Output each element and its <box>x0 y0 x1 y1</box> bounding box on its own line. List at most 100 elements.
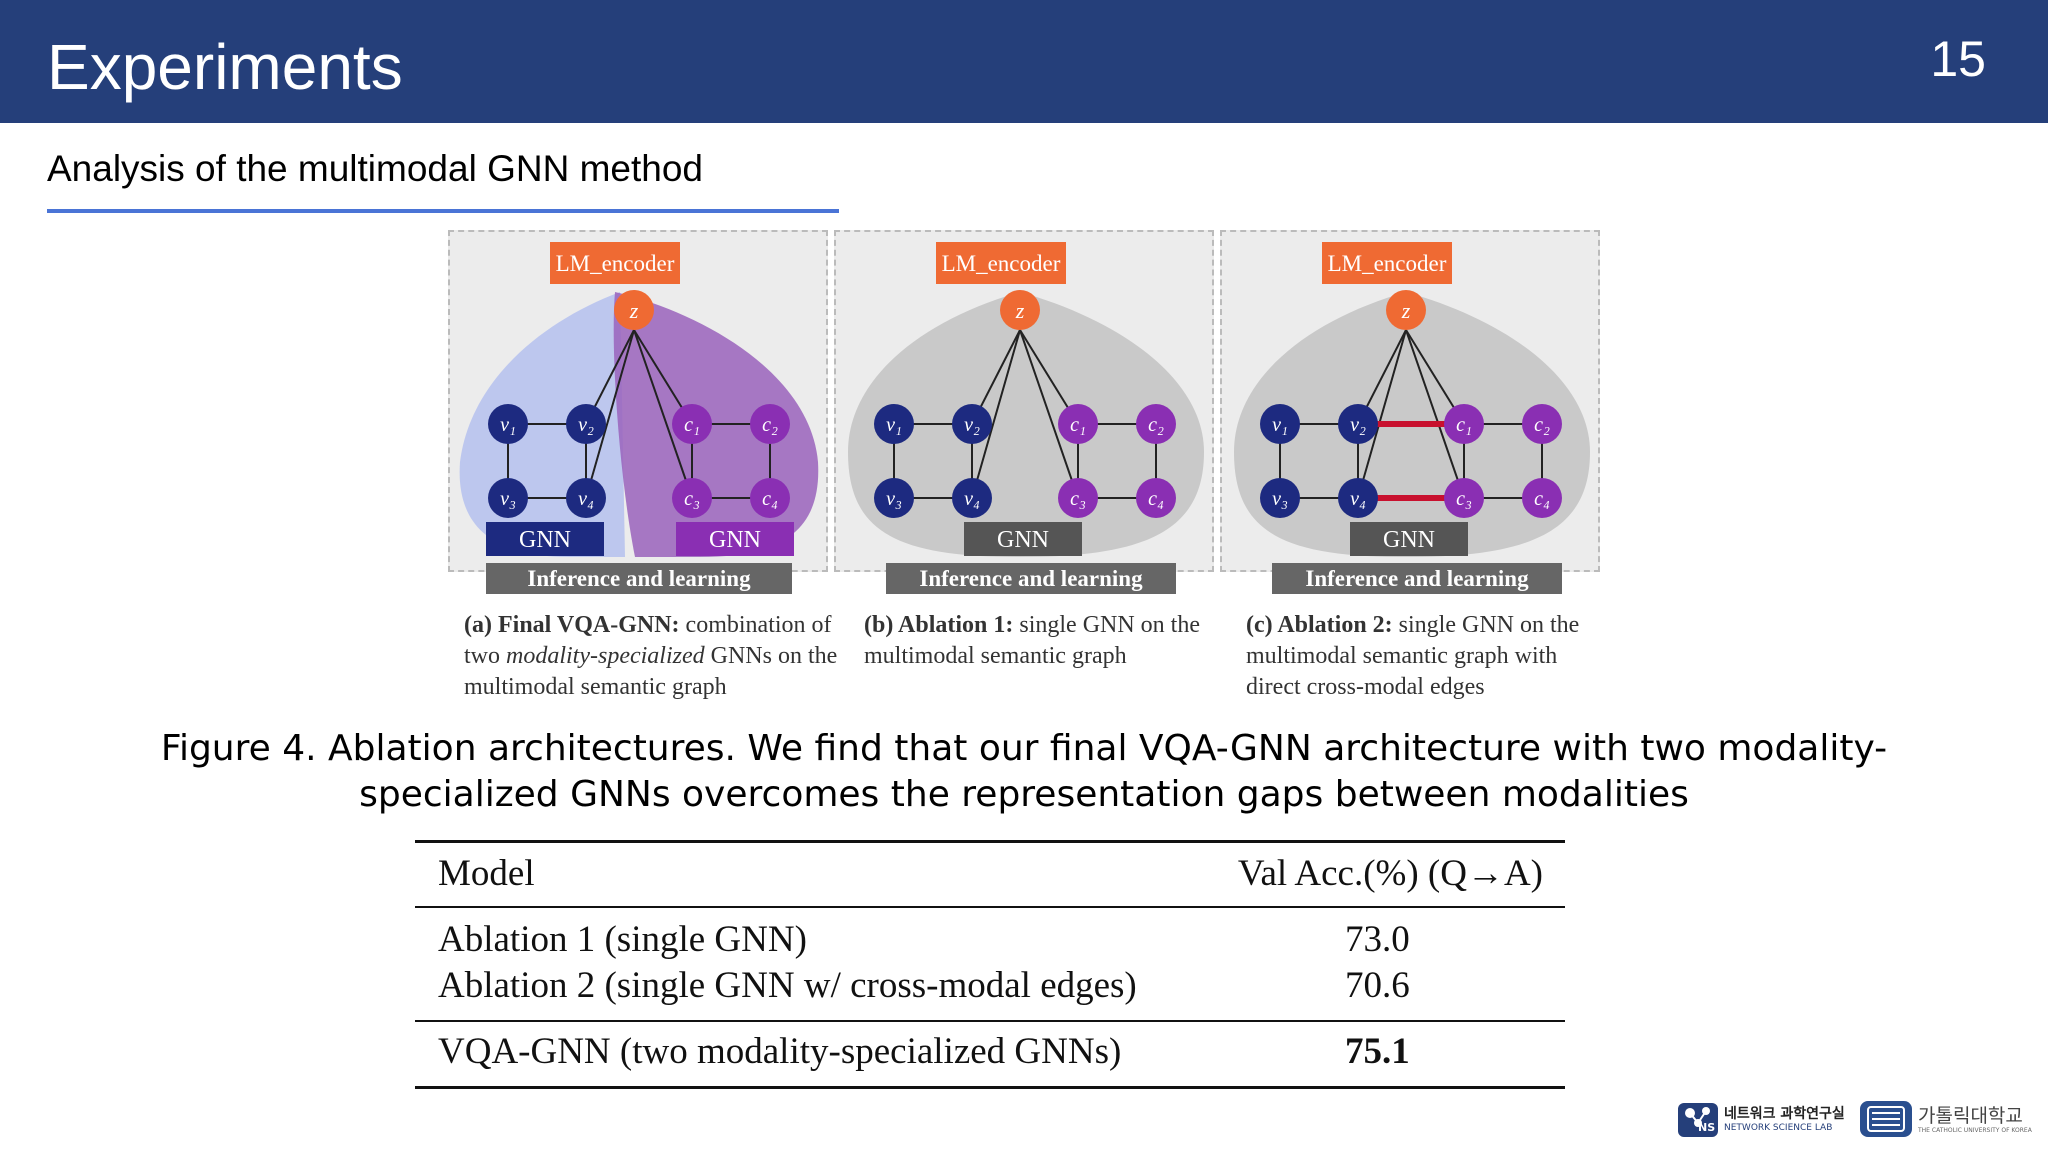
panel-c-footer-label: Inference and learning <box>1305 566 1529 591</box>
node-v1-label: v₁ <box>500 414 516 436</box>
node-c3-label: c₃ <box>1456 488 1472 510</box>
panel-b-diagram: LM_encoder z v₁ v₂ <box>848 242 1204 557</box>
panel-c-footer: Inference and learning <box>1272 563 1562 594</box>
table-row-accuracy: 70.6 <box>1345 965 1410 1006</box>
table-header-model: Model <box>438 853 535 894</box>
panel-c-diagram: LM_encoder z <box>1234 242 1590 557</box>
gnn-concept-label: GNN <box>709 527 761 553</box>
node-c2 <box>1522 404 1562 444</box>
gnn-label: GNN <box>997 527 1049 553</box>
page-number: 15 <box>1930 31 1986 87</box>
network-lab-name-english: NETWORK SCIENCE LAB <box>1724 1123 1833 1133</box>
node-c2-label: c₂ <box>762 414 778 436</box>
z-node <box>1000 290 1040 330</box>
lm-encoder-box <box>1322 242 1452 284</box>
panel-c-caption-bold: (c) Ablation 2: <box>1246 612 1393 638</box>
node-c1-label: c₁ <box>684 414 700 436</box>
section-subtitle: Analysis of the multimodal GNN method <box>47 148 703 189</box>
panel-a-caption-text: combination of two <box>464 612 832 669</box>
slide-header: Experiments 15 <box>0 0 2048 123</box>
node-c1-label: c₁ <box>1070 414 1086 436</box>
university-name-korean: 가톨릭대학교 <box>1918 1105 2023 1127</box>
node-c3 <box>672 478 712 518</box>
node-v3 <box>1260 478 1300 518</box>
gnn-visual-box <box>486 522 604 556</box>
node-v4-label: v₄ <box>1350 488 1366 510</box>
panel-a: LM_encoder z v₁ v₂ <box>448 230 828 572</box>
z-node <box>614 290 654 330</box>
graph-region <box>848 292 1204 557</box>
table-row-model: Ablation 2 (single GNN w/ cross-modal ed… <box>438 965 1137 1006</box>
node-v1-label: v₁ <box>1272 414 1288 436</box>
network-lab-name-korean: 네트워크 과학연구실 <box>1724 1106 1845 1122</box>
node-v4 <box>566 478 606 518</box>
z-label: z <box>1015 298 1025 323</box>
panel-a-footer-label: Inference and learning <box>527 566 751 591</box>
node-v1 <box>1260 404 1300 444</box>
z-node <box>1386 290 1426 330</box>
node-c4 <box>1522 478 1562 518</box>
node-c3 <box>1058 478 1098 518</box>
table-mid-rule <box>415 1020 1565 1022</box>
gnn-box <box>964 522 1082 556</box>
node-v2 <box>1338 404 1378 444</box>
table-header-accuracy: Val Acc.(%) (Q→A) <box>1237 853 1543 894</box>
panel-a-caption: (a) Final VQA-GNN: combination of two mo… <box>464 610 844 703</box>
node-v1-label: v₁ <box>886 414 902 436</box>
table-row-accuracy: 75.1 <box>1345 1031 1410 1072</box>
z-label: z <box>1401 298 1411 323</box>
panel-c-caption: (c) Ablation 2: single GNN on the multim… <box>1246 610 1596 703</box>
slide-title: Experiments <box>47 31 403 103</box>
node-v2 <box>566 404 606 444</box>
table-row-model: VQA-GNN (two modality-specialized GNNs) <box>438 1031 1122 1072</box>
table-row-model: Ablation 1 (single GNN) <box>438 919 807 960</box>
node-v3-label: v₃ <box>500 488 516 510</box>
node-v2 <box>952 404 992 444</box>
node-c3-label: c₃ <box>1070 488 1086 510</box>
node-c3 <box>1444 478 1484 518</box>
node-v1 <box>874 404 914 444</box>
panel-b: LM_encoder z v₁ v₂ <box>834 230 1214 572</box>
gnn-concept-box <box>676 522 794 556</box>
panel-a-footer: Inference and learning <box>486 563 792 594</box>
footer-logos: NS 네트워크 과학연구실 NETWORK SCIENCE LAB 가톨릭대학교… <box>1676 1093 2036 1145</box>
node-c4 <box>750 478 790 518</box>
node-v3-label: v₃ <box>886 488 902 510</box>
z-label: z <box>629 298 639 323</box>
lm-encoder-label: LM_encoder <box>942 251 1061 276</box>
node-c4-label: c₄ <box>762 488 778 510</box>
node-v3-label: v₃ <box>1272 488 1288 510</box>
node-c4-label: c₄ <box>1148 488 1164 510</box>
node-v2-label: v₂ <box>578 414 594 436</box>
panel-b-caption-text: single GNN on the multimodal semantic gr… <box>864 612 1201 669</box>
node-v2-label: v₂ <box>1350 414 1366 436</box>
node-c4-label: c₄ <box>1534 488 1550 510</box>
node-v3 <box>488 478 528 518</box>
gnn-label: GNN <box>1383 527 1435 553</box>
lm-encoder-box <box>936 242 1066 284</box>
lm-encoder-label: LM_encoder <box>556 251 675 276</box>
node-c3-label: c₃ <box>684 488 700 510</box>
node-c2 <box>1136 404 1176 444</box>
node-c4 <box>1136 478 1176 518</box>
ablation-figure: LM_encoder z v₁ v₂ <box>448 230 1600 710</box>
node-v2-label: v₂ <box>964 414 980 436</box>
node-v3 <box>874 478 914 518</box>
table-header-rule <box>415 906 1565 908</box>
panel-b-footer-label: Inference and learning <box>919 566 1143 591</box>
figure-caption-line-1: Figure 4. Ablation architectures. We fin… <box>160 728 1888 769</box>
network-lab-badge: NS <box>1698 1121 1716 1134</box>
table-bottom-rule <box>415 1086 1565 1089</box>
node-c1 <box>1058 404 1098 444</box>
panel-a-caption-bold: (a) Final VQA-GNN: <box>464 612 680 638</box>
node-c1-label: c₁ <box>1456 414 1472 436</box>
gnn-box <box>1350 522 1468 556</box>
panel-a-caption-end: GNNs on the multimodal semantic graph <box>464 643 838 700</box>
node-v4 <box>1338 478 1378 518</box>
node-v1 <box>488 404 528 444</box>
lm-encoder-box <box>550 242 680 284</box>
figure-caption: Figure 4. Ablation architectures. We fin… <box>120 726 1928 818</box>
table-top-rule <box>415 840 1565 843</box>
lm-encoder-label: LM_encoder <box>1328 251 1447 276</box>
node-v4-label: v₄ <box>578 488 594 510</box>
